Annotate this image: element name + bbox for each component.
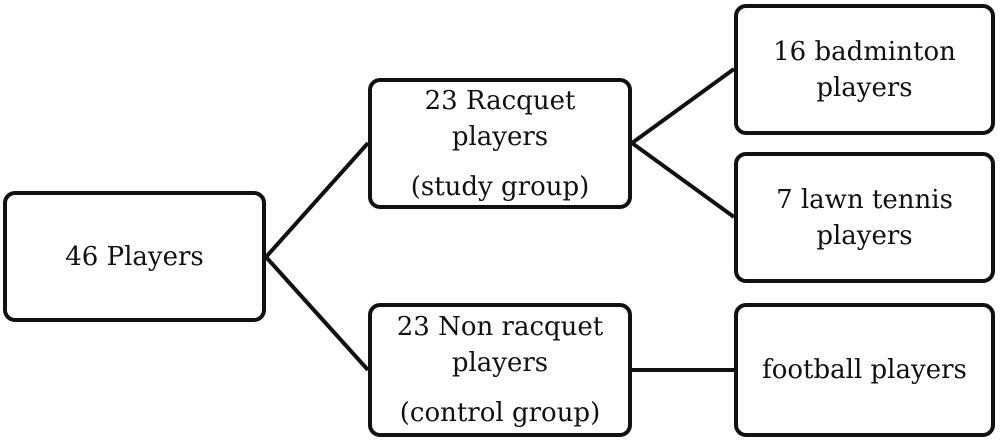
node-lawn-tennis-players-count: 7 lawn tennis: [776, 184, 953, 215]
node-total-players: 46 Players: [3, 191, 266, 322]
node-lawn-tennis-players-label: players: [816, 220, 913, 251]
node-badminton-players: 16 badminton players: [734, 4, 995, 135]
node-lawn-tennis-players: 7 lawn tennis players: [734, 152, 995, 283]
node-non-racquet-players-group: (control group): [399, 398, 601, 428]
node-football-players-label: football players: [762, 355, 967, 385]
node-non-racquet-players-count: 23 Non racquet: [396, 312, 604, 342]
connector-study-tennis: [630, 141, 736, 219]
node-racquet-players-group: (study group): [410, 171, 590, 202]
node-non-racquet-players-label: players: [451, 348, 549, 378]
node-racquet-players-label: players: [451, 121, 549, 152]
node-badminton-players-count: 16 badminton: [773, 36, 956, 67]
node-badminton-players-label: players: [816, 72, 913, 103]
node-racquet-players-count: 23 Racquet: [424, 85, 576, 116]
node-racquet-players: 23 Racquet players (study group): [368, 78, 632, 209]
node-football-players: football players: [734, 303, 995, 437]
connector-root-control: [264, 255, 370, 372]
connector-study-badminton: [630, 67, 736, 145]
connector-root-study: [264, 141, 370, 259]
node-non-racquet-players: 23 Non racquet players (control group): [368, 303, 632, 437]
node-total-players-label: 46 Players: [65, 241, 204, 272]
